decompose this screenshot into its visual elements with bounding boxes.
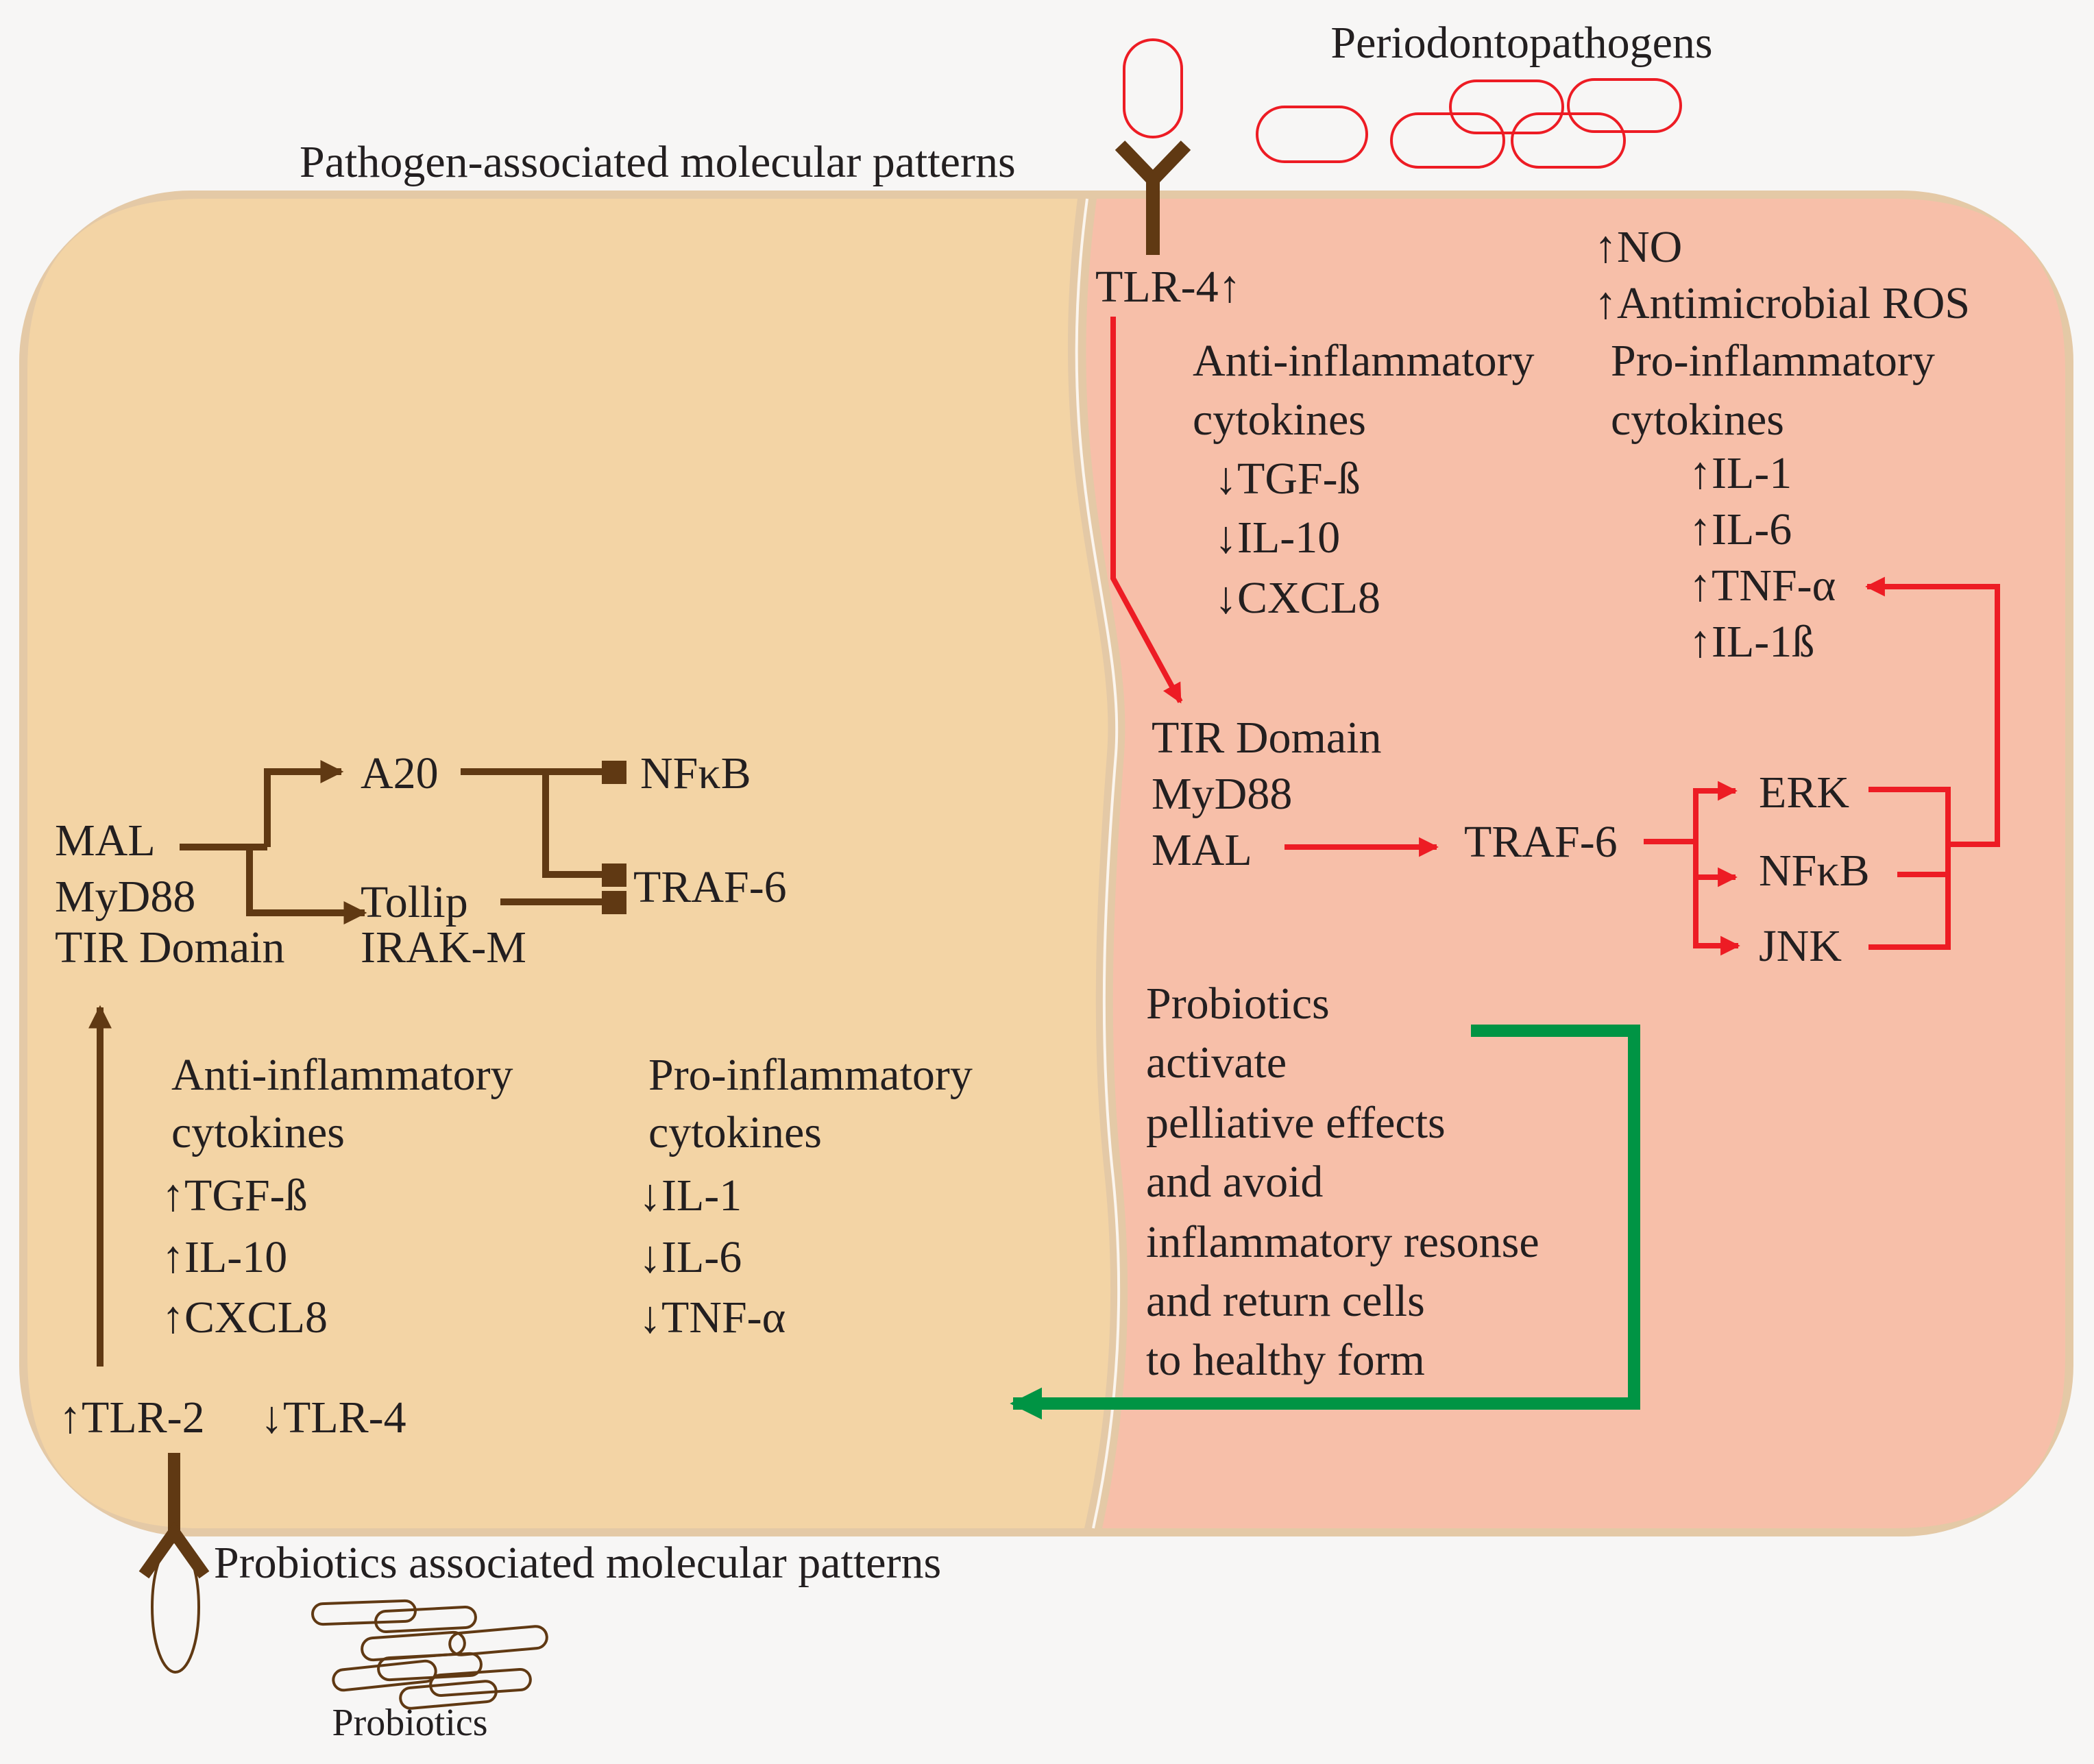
probiotics-label: Probiotics — [332, 1702, 487, 1744]
healthy-pro-inflammatory: Pro-inflammatory cytokines ↓IL-1 ↓IL-6 ↓… — [639, 1050, 973, 1343]
inflamed-pro-item: ↑IL-6 — [1689, 504, 1792, 554]
inflamed-pro-heading-1: Pro-inflammatory — [1611, 336, 1935, 386]
jnk-label: JNK — [1759, 921, 1842, 971]
inflamed-pro-item: ↑IL-1 — [1689, 448, 1792, 498]
tlr4-receptor-icon — [1115, 140, 1191, 255]
erk-label: ERK — [1759, 768, 1849, 818]
inflamed-tir-domain-label: TIR Domain — [1152, 713, 1381, 763]
healthy-mal-label: MAL — [55, 816, 156, 866]
inflamed-anti-inflammatory: Anti-inflammatory cytokines ↓TGF-ß ↓IL-1… — [1193, 336, 1535, 623]
tlr2-receptor-icon — [138, 1453, 210, 1674]
periodontopathogens-label: Periodontopathogens — [1330, 18, 1712, 68]
inflamed-anti-heading-1: Anti-inflammatory — [1193, 336, 1535, 386]
pathogen-rod-vertical — [1123, 38, 1183, 138]
healthy-regulator-arrows — [180, 759, 367, 925]
healthy-anti-item: ↑IL-10 — [162, 1232, 287, 1282]
note-line: pelliative effects — [1146, 1098, 1446, 1148]
inflamed-nfkb-label: NFκB — [1759, 846, 1870, 896]
healthy-pro-item: ↓IL-1 — [639, 1171, 742, 1221]
note-line: activate — [1146, 1038, 1287, 1088]
healthy-myd88-label: MyD88 — [55, 872, 195, 922]
healthy-pro-item: ↓IL-6 — [639, 1232, 742, 1282]
note-line: inflammatory resonse — [1146, 1217, 1539, 1267]
inflamed-traf6-label: TRAF-6 — [1464, 817, 1618, 867]
probiotic-restore-arrow — [1010, 1025, 1640, 1420]
ros-label: ↑Antimicrobial ROS — [1594, 278, 1970, 328]
healthy-nfkb-label: NFκB — [640, 748, 751, 798]
healthy-anti-inflammatory: Anti-inflammatory cytokines ↑TGF-ß ↑IL-1… — [162, 1050, 513, 1343]
healthy-anti-heading-1: Anti-inflammatory — [171, 1050, 513, 1100]
pathogen-rod — [1390, 112, 1505, 169]
healthy-receptors: ↑TLR-2 ↓TLR-4 — [59, 1393, 406, 1443]
inflamed-pro-item: ↑IL-1ß — [1689, 617, 1814, 667]
healthy-adaptor-complex: MAL MyD88 TIR Domain — [55, 816, 284, 972]
healthy-traf6-label: TRAF-6 — [633, 862, 787, 912]
healthy-cell — [27, 199, 1111, 1528]
inflamed-anti-item: ↓CXCL8 — [1215, 573, 1380, 623]
note-line: and avoid — [1146, 1157, 1323, 1207]
cell-boundary-line — [1075, 198, 1121, 1529]
tollip-label: Tollip — [361, 877, 468, 927]
a20-label: A20 — [361, 748, 439, 798]
pathogen-rod — [1256, 106, 1368, 163]
healthy-tir-domain-label: TIR Domain — [55, 922, 284, 972]
healthy-anti-item: ↑CXCL8 — [162, 1293, 328, 1343]
kinases-to-cytokines-arrows — [1865, 576, 2000, 950]
tlr4-label: ↓TLR-4 — [260, 1393, 406, 1443]
tlr4-to-tir-arrow — [1110, 317, 1183, 704]
healthy-anti-item: ↑TGF-ß — [162, 1171, 308, 1221]
periodontopathogens — [1123, 38, 1682, 169]
inflamed-pro-inflammatory: Pro-inflammatory cytokines ↑IL-1 ↑IL-6 ↑… — [1611, 336, 1935, 667]
pathogen-rod — [1511, 112, 1626, 169]
inflamed-anti-heading-2: cytokines — [1193, 395, 1366, 445]
pathogen-rod — [1449, 79, 1564, 134]
probiotic-pattern-label: Probiotics associated molecular patterns — [214, 1538, 941, 1588]
pathogen-rod — [1567, 78, 1682, 133]
healthy-inhibition-lines — [461, 761, 626, 914]
healthy-pro-heading-1: Pro-inflammatory — [648, 1050, 973, 1100]
irak-m-label: IRAK-M — [361, 922, 526, 972]
traf6-to-kinases-arrows — [1644, 781, 1740, 956]
tlr2-label: ↑TLR-2 — [59, 1393, 205, 1443]
inflamed-mal-label: MAL — [1152, 825, 1252, 875]
healthy-anti-heading-2: cytokines — [171, 1107, 345, 1157]
healthy-pro-item: ↓TNF-α — [639, 1293, 786, 1343]
note-line: and return cells — [1146, 1276, 1425, 1326]
note-line: to healthy form — [1146, 1335, 1425, 1385]
inflamed-cell — [1086, 199, 2065, 1528]
cell-pair — [19, 191, 2073, 1536]
inflamed-myd88-label: MyD88 — [1152, 769, 1292, 819]
inflamed-tlr4-label: TLR-4↑ — [1095, 262, 1241, 312]
healthy-pro-heading-2: cytokines — [648, 1107, 822, 1157]
pamp-label: Pathogen-associated molecular patterns — [300, 137, 1016, 187]
inflamed-pro-item: ↑TNF-α — [1689, 561, 1836, 611]
inflamed-anti-item: ↓TGF-ß — [1215, 454, 1361, 504]
probiotic-effect-note: Probiotics activate pelliative effects a… — [1146, 979, 1539, 1385]
note-line: Probiotics — [1146, 979, 1330, 1029]
inflamed-effects: ↑NO ↑Antimicrobial ROS — [1594, 222, 1970, 328]
inflamed-pro-heading-2: cytokines — [1611, 395, 1784, 445]
no-label: ↑NO — [1594, 222, 1682, 272]
probiotic-bacteria — [311, 1599, 548, 1710]
inflamed-anti-item: ↓IL-10 — [1215, 513, 1340, 563]
inflamed-adaptor-complex: TIR Domain MyD88 MAL — [1152, 713, 1381, 875]
